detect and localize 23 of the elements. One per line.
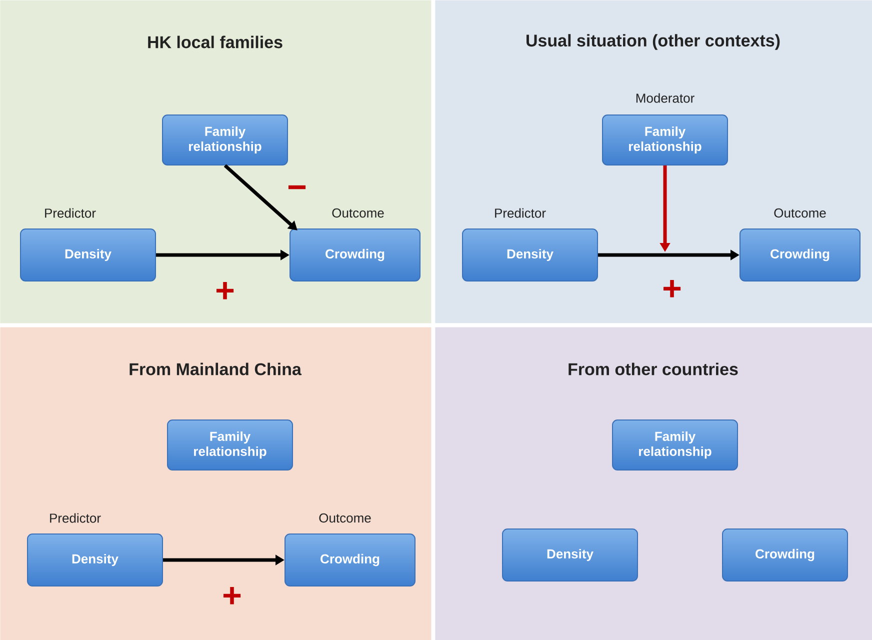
process-box: Density [462, 228, 598, 282]
process-box: Family relationship [167, 420, 293, 470]
role-label: Outcome [774, 208, 826, 218]
process-box: Density [502, 528, 638, 582]
edge-label: + [664, 280, 681, 298]
edge-label: + [216, 282, 234, 300]
role-label: Moderator [636, 93, 694, 103]
process-box: Density [20, 228, 156, 282]
process-box: Density [27, 534, 163, 586]
process-box: Crowding [722, 528, 848, 582]
role-label: Predictor [495, 208, 546, 218]
process-box: Crowding [290, 228, 420, 282]
process-box: Family relationship [612, 420, 738, 470]
edge-label: + [224, 587, 241, 604]
role-label: Predictor [45, 208, 96, 218]
edge-label: − [288, 185, 306, 190]
role-label: Outcome [319, 513, 371, 523]
process-box: Crowding [740, 228, 860, 282]
process-box: Family relationship [162, 114, 288, 166]
role-label: Predictor [50, 513, 101, 523]
process-box: Family relationship [602, 114, 728, 166]
process-box: Crowding [284, 534, 416, 586]
role-label: Outcome [332, 208, 384, 218]
